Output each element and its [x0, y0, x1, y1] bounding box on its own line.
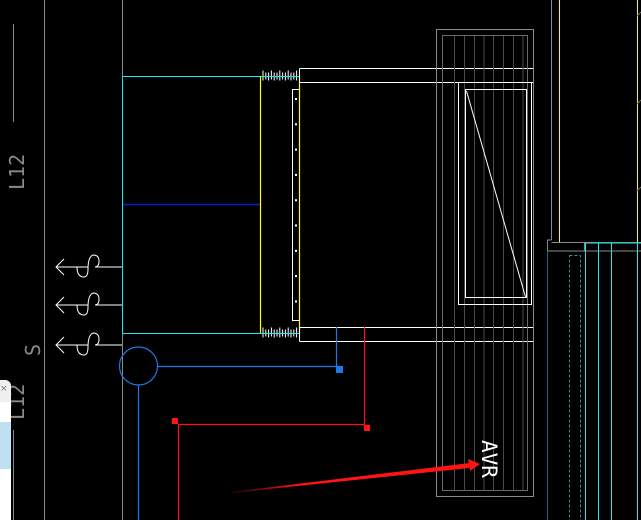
popup-header: ×: [0, 380, 11, 402]
blue-pipe-grip[interactable]: [336, 366, 343, 373]
duct-outline[interactable]: [299, 68, 534, 342]
blue-pipe[interactable]: [118, 327, 341, 520]
structure-tick-marks: [636, 11, 641, 192]
close-icon[interactable]: ×: [0, 384, 8, 394]
mounting-rail: [292, 89, 299, 321]
bolt-marker: [295, 249, 297, 252]
structure-column: [547, 0, 641, 252]
bolt-marker: [295, 123, 297, 126]
outlet-arrow-icon: [55, 332, 122, 356]
bolt-marker: [295, 275, 297, 278]
popup-selected-row[interactable]: [0, 422, 11, 469]
unit-housing[interactable]: [122, 76, 263, 334]
riser-dashed-sleeve: [569, 255, 581, 520]
riser-pipes: [585, 242, 641, 520]
rail-bolt-markers: [295, 98, 297, 303]
red-pipe-grip-left[interactable]: [172, 418, 178, 424]
side-popup-panel[interactable]: ×: [0, 380, 11, 520]
red-pipe[interactable]: [177, 327, 366, 520]
bolt-marker: [295, 148, 297, 151]
grid-axis-l12: [13, 0, 45, 520]
bolt-marker: [295, 300, 297, 303]
equipment-tag-avr: AVR: [477, 440, 501, 478]
flex-connector-icon: [262, 327, 299, 338]
bolt-marker: [295, 199, 297, 202]
grid-label-top: L12: [5, 154, 29, 190]
bolt-marker: [295, 98, 297, 100]
bolt-marker: [295, 224, 297, 227]
outlet-arrow-icon: [55, 254, 122, 278]
grid-label-bottom-suffix: S: [21, 344, 45, 356]
equipment-panel[interactable]: [436, 29, 534, 497]
flex-connector-icon: [262, 70, 299, 81]
access-door[interactable]: [458, 82, 532, 305]
outlet-arrow-icon: [55, 292, 122, 316]
panel-hatch-lines: [454, 36, 524, 490]
annotation-arrow-icon: [230, 459, 480, 493]
bolt-marker: [295, 173, 297, 176]
red-pipe-grip-right[interactable]: [364, 425, 370, 431]
